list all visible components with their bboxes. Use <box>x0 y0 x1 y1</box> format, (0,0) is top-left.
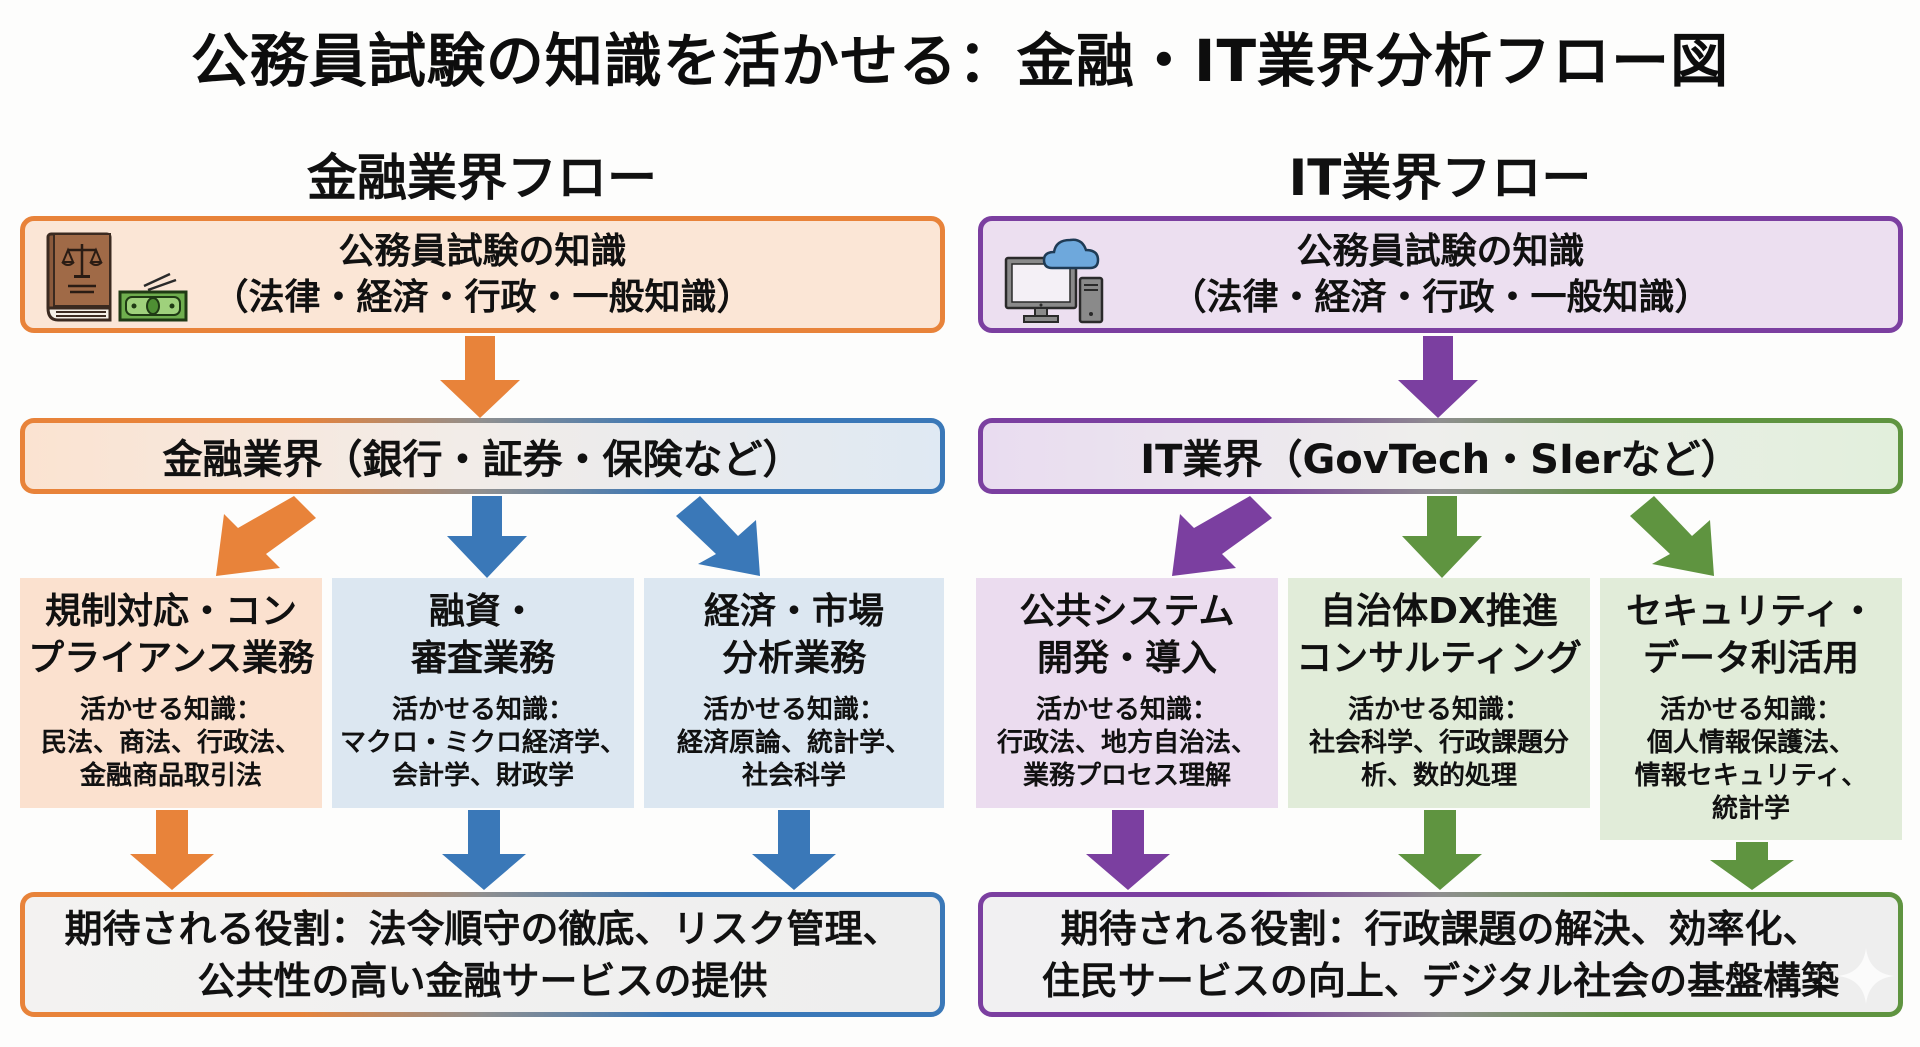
it-section-heading: IT業界フロー <box>1288 149 1592 207</box>
knowledge-label: 活かせる知識： <box>1347 695 1530 725</box>
knowledge-text: 業務プロセス理解 <box>1022 761 1231 791</box>
knowledge-text: 社会科学 <box>741 761 846 791</box>
arrow-down-right-icon <box>676 496 760 576</box>
knowledge-text: 社会科学、行政課題分 <box>1308 728 1569 758</box>
knowledge-label: 活かせる知識： <box>702 695 885 725</box>
card-title: コンサルティング <box>1296 638 1582 679</box>
card-title: 融資・ <box>428 591 537 632</box>
role-line-1: 期待される役割：法令順守の徹底、リスク管理、 <box>64 906 901 951</box>
knowledge-text: 個人情報保護法、 <box>1646 728 1855 758</box>
it-card-public-systems: 公共システム 開発・導入 活かせる知識： 行政法、地方自治法、 業務プロセス理解 <box>976 578 1278 808</box>
knowledge-text: 統計学 <box>1711 794 1790 824</box>
knowledge-label: 活かせる知識： <box>391 695 574 725</box>
card-title: プライアンス業務 <box>28 638 314 679</box>
card-title: データ利活用 <box>1642 638 1859 679</box>
it-card-security-data: セキュリティ・ データ利活用 活かせる知識： 個人情報保護法、 情報セキュリティ… <box>1600 578 1902 840</box>
arrow-down-icon <box>440 336 520 418</box>
finance-card-compliance: 規制対応・コン プライアンス業務 活かせる知識： 民法、商法、行政法、 金融商品… <box>20 578 322 808</box>
it-role-box: 期待される役割：行政課題の解決、効率化、 住民サービスの向上、デジタル社会の基盤… <box>978 892 1903 1017</box>
card-title: 審査業務 <box>410 638 555 679</box>
knowledge-text: 金融商品取引法 <box>79 761 262 791</box>
role-line-1: 期待される役割：行政課題の解決、効率化、 <box>1060 906 1821 951</box>
arrow-down-icon <box>447 496 527 578</box>
knowledge-text: 行政法、地方自治法、 <box>996 728 1257 758</box>
knowledge-text: 析、数的処理 <box>1360 761 1517 791</box>
arrow-down-left-icon <box>1172 496 1272 576</box>
arrow-down-icon <box>1398 810 1482 890</box>
card-title: セキュリティ・ <box>1626 591 1876 632</box>
knowledge-text: 情報セキュリティ、 <box>1634 761 1868 791</box>
source-line-1: 公務員試験の知識 <box>1296 230 1585 272</box>
money-banknote-icon <box>118 272 188 322</box>
arrow-down-icon <box>1398 336 1478 418</box>
source-line-1: 公務員試験の知識 <box>338 230 627 272</box>
law-book-scales-icon <box>46 232 112 322</box>
knowledge-text: 会計学、財政学 <box>391 761 574 791</box>
finance-industry-label: 金融業界（銀行・証券・保険など） <box>162 437 803 483</box>
finance-card-market-analysis: 経済・市場 分析業務 活かせる知識： 経済原論、統計学、 社会科学 <box>644 578 944 808</box>
finance-card-lending: 融資・ 審査業務 活かせる知識： マクロ・ミクロ経済学、 会計学、財政学 <box>332 578 634 808</box>
arrow-down-icon <box>1402 496 1482 578</box>
it-card-dx-consulting: 自治体DX推進 コンサルティング 活かせる知識： 社会科学、行政課題分 析、数的… <box>1288 578 1590 808</box>
arrow-down-left-icon <box>216 496 316 576</box>
computer-cloud-icon <box>1004 238 1104 324</box>
finance-industry-box: 金融業界（銀行・証券・保険など） <box>20 418 945 494</box>
role-line-2: 公共性の高い金融サービスの提供 <box>197 958 768 1003</box>
knowledge-label: 活かせる知識： <box>1659 695 1842 725</box>
card-title: 開発・導入 <box>1036 638 1217 679</box>
arrow-down-icon <box>130 810 214 890</box>
arrow-down-icon <box>1710 842 1794 890</box>
it-source-box: 公務員試験の知識 （法律・経済・行政・一般知識） <box>978 216 1903 333</box>
page-title: 公務員試験の知識を活かせる：金融・IT業界分析フロー図 <box>190 27 1730 95</box>
arrow-down-icon <box>1086 810 1170 890</box>
source-line-2: （法律・経済・行政・一般知識） <box>212 276 753 318</box>
card-title: 規制対応・コン <box>44 591 297 632</box>
card-title: 分析業務 <box>721 638 866 679</box>
card-title: 自治体DX推進 <box>1320 591 1558 632</box>
sparkle-icon <box>1838 948 1894 1004</box>
knowledge-text: マクロ・ミクロ経済学、 <box>339 728 626 758</box>
role-line-2: 住民サービスの向上、デジタル社会の基盤構築 <box>1041 958 1840 1003</box>
it-industry-label: IT業界（GovTech・SIerなど） <box>1140 437 1741 483</box>
knowledge-text: 民法、商法、行政法、 <box>40 728 301 758</box>
knowledge-label: 活かせる知識： <box>79 695 262 725</box>
finance-role-box: 期待される役割：法令順守の徹底、リスク管理、 公共性の高い金融サービスの提供 <box>20 892 945 1017</box>
knowledge-label: 活かせる知識： <box>1035 695 1218 725</box>
finance-section-heading: 金融業界フロー <box>307 149 657 207</box>
arrow-down-right-icon <box>1630 496 1714 576</box>
it-industry-box: IT業界（GovTech・SIerなど） <box>978 418 1903 494</box>
card-title: 経済・市場 <box>703 591 884 632</box>
arrow-down-icon <box>442 810 526 890</box>
source-line-2: （法律・経済・行政・一般知識） <box>1170 276 1711 318</box>
arrow-down-icon <box>752 810 836 890</box>
card-title: 公共システム <box>1019 591 1235 632</box>
knowledge-text: 経済原論、統計学、 <box>676 728 911 758</box>
